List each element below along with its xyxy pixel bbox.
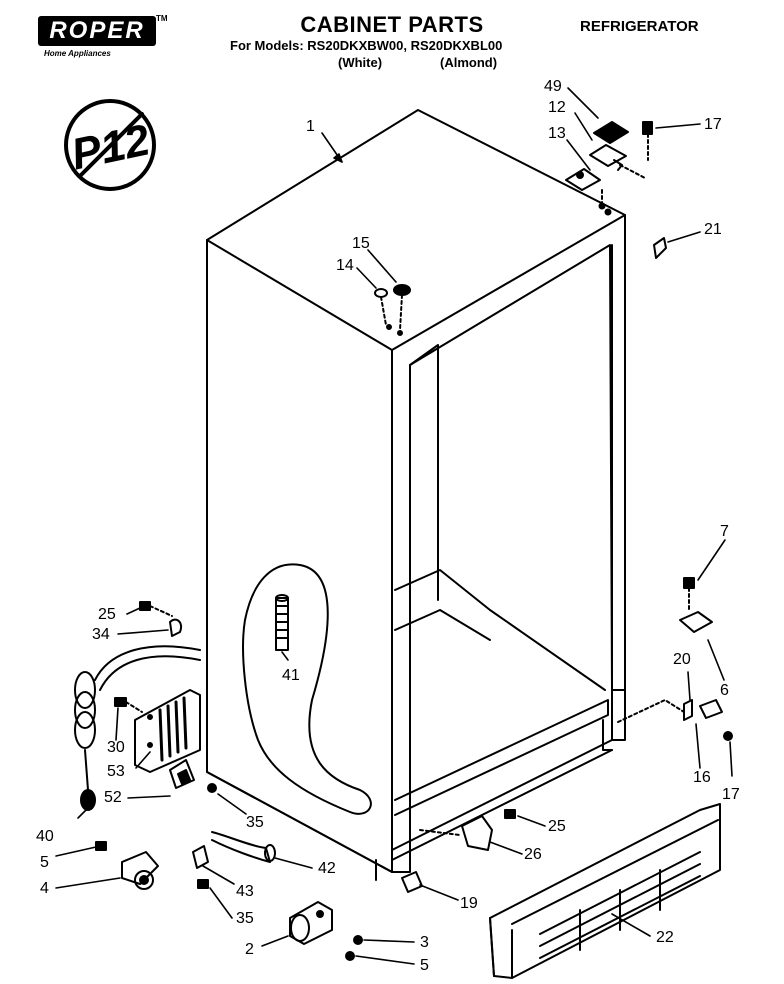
callout-15: 15 bbox=[352, 235, 370, 252]
brand-tagline: Home Appliances bbox=[44, 49, 111, 58]
callout-1: 1 bbox=[306, 118, 315, 135]
stamp-text: P12 bbox=[67, 115, 154, 179]
hinge-bracket-part bbox=[169, 759, 217, 793]
callout-16: 16 bbox=[693, 769, 711, 786]
callout-30: 30 bbox=[107, 739, 125, 756]
callout-3: 3 bbox=[420, 934, 429, 951]
models-line: For Models: RS20DKXBW00, RS20DKXBL00 bbox=[230, 38, 503, 53]
callout-42: 42 bbox=[318, 860, 336, 877]
toe-grille-part bbox=[489, 803, 721, 979]
electrical-box-part bbox=[114, 689, 201, 773]
callout-25-left: 25 bbox=[98, 606, 116, 623]
power-cord-part bbox=[74, 645, 201, 811]
cabinet-plugs bbox=[374, 284, 411, 336]
callout-13: 13 bbox=[548, 125, 566, 142]
page-title: CABINET PARTS bbox=[300, 12, 484, 37]
callout-17-top: 17 bbox=[704, 116, 722, 133]
brand-trademark: TM bbox=[156, 14, 168, 23]
callout-5-left: 5 bbox=[40, 854, 49, 871]
cabinet-shell bbox=[206, 109, 626, 881]
foam-tube-part bbox=[275, 594, 289, 651]
callout-5-right: 5 bbox=[420, 957, 429, 974]
callout-7: 7 bbox=[720, 523, 729, 540]
callout-40: 40 bbox=[36, 828, 54, 845]
callout-35-lower: 35 bbox=[236, 910, 254, 927]
insulation-cutout bbox=[242, 563, 372, 815]
callout-21: 21 bbox=[704, 221, 722, 238]
callout-17-bottom: 17 bbox=[722, 786, 740, 803]
callout-19: 19 bbox=[460, 895, 478, 912]
callout-26: 26 bbox=[524, 846, 542, 863]
callout-49: 49 bbox=[544, 78, 562, 95]
p12-stamp: P12 bbox=[64, 99, 156, 191]
appliance-type: REFRIGERATOR bbox=[580, 18, 699, 35]
callout-34: 34 bbox=[92, 626, 110, 643]
callout-25-right: 25 bbox=[548, 818, 566, 835]
color-almond-label: (Almond) bbox=[440, 55, 498, 70]
grille-clip-part bbox=[401, 871, 423, 893]
callout-35-upper: 35 bbox=[246, 814, 264, 831]
front-roller-part bbox=[95, 841, 159, 890]
callout-12: 12 bbox=[548, 99, 566, 116]
callout-53: 53 bbox=[107, 763, 125, 780]
leader-arrows bbox=[55, 87, 733, 965]
rear-roller-part bbox=[289, 901, 363, 961]
tube-clip-part bbox=[192, 845, 209, 889]
lower-hinge-assembly bbox=[617, 577, 733, 741]
brand-logo: ROPER TM Home Appliances bbox=[38, 14, 168, 60]
callout-52: 52 bbox=[104, 789, 122, 806]
callout-2: 2 bbox=[245, 941, 254, 958]
callout-22: 22 bbox=[656, 929, 674, 946]
door-clip-part bbox=[653, 237, 667, 259]
top-hinge-assembly bbox=[565, 121, 653, 216]
leveling-bracket-part bbox=[419, 809, 516, 851]
callout-6: 6 bbox=[720, 682, 729, 699]
callout-4: 4 bbox=[40, 880, 49, 897]
callout-43: 43 bbox=[236, 883, 254, 900]
brand-name: ROPER bbox=[38, 16, 156, 46]
drain-tube-part bbox=[211, 831, 271, 863]
color-white-label: (White) bbox=[338, 55, 383, 70]
callout-20: 20 bbox=[673, 651, 691, 668]
callout-41: 41 bbox=[282, 667, 300, 684]
callout-14: 14 bbox=[336, 257, 354, 274]
